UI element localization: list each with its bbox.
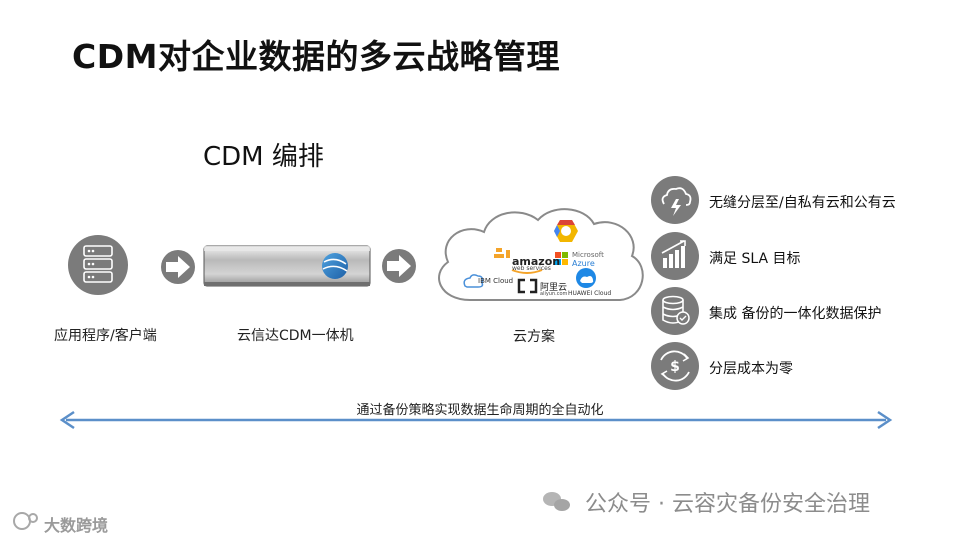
timeline-label: 通过备份策略实现数据生命周期的全自动化 bbox=[0, 399, 960, 418]
feature-text-3: 集成 备份的一体化数据保护 bbox=[709, 303, 881, 323]
app-client-label: 应用程序/客户端 bbox=[54, 325, 157, 345]
server-icon bbox=[68, 235, 128, 295]
feature-text-1: 无缝分层至/自私有云和公有云 bbox=[709, 192, 896, 212]
dollar-cycle-icon: $ bbox=[651, 342, 699, 390]
ibm-cloud-label: IBM Cloud bbox=[478, 277, 513, 285]
flow-arrow-icon bbox=[161, 250, 195, 284]
watermark-brand: 大数跨境 bbox=[44, 512, 108, 536]
huawei-cloud-label: HUAWEI Cloud bbox=[568, 290, 611, 297]
bar-chart-icon bbox=[651, 232, 699, 280]
appliance-label: 云信达CDM一体机 bbox=[237, 325, 354, 345]
aliyun-sub-label: aliyun.com bbox=[540, 291, 567, 297]
feature-text-4: 分层成本为零 bbox=[709, 358, 793, 378]
brand-logo-icon bbox=[14, 513, 37, 529]
svg-text:$: $ bbox=[670, 359, 680, 375]
feature-text-2: 满足 SLA 目标 bbox=[709, 248, 801, 268]
cloud-solution-label: 云方案 bbox=[513, 326, 555, 346]
wechat-icon bbox=[543, 492, 570, 511]
database-check-icon bbox=[651, 287, 699, 335]
cloud-lightning-icon bbox=[651, 176, 699, 224]
huawei-cloud-icon bbox=[576, 268, 596, 288]
flow-arrow-icon bbox=[382, 249, 416, 283]
azure-label: Azure bbox=[572, 259, 595, 268]
cdm-appliance bbox=[204, 246, 370, 286]
microsoft-label: Microsoft bbox=[572, 251, 604, 259]
watermark-account: 公众号 · 云容灾备份安全治理 bbox=[585, 486, 870, 518]
amazon-sub-label: web services bbox=[512, 265, 551, 272]
